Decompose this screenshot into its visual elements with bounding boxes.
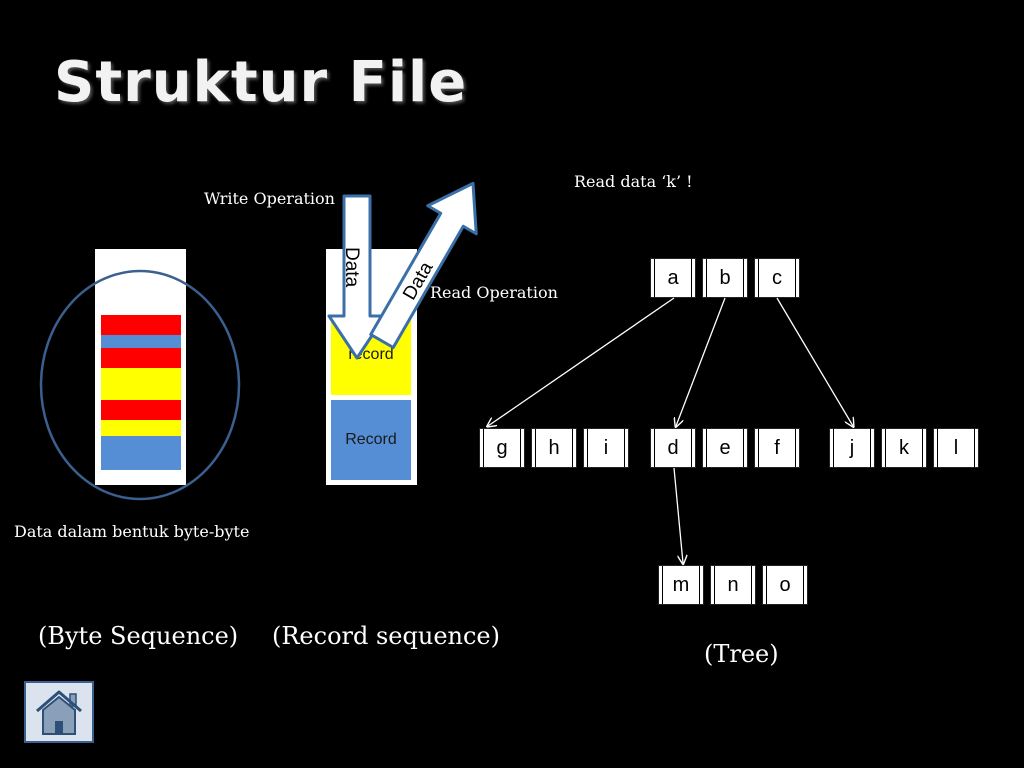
byte-block-blue	[101, 335, 181, 348]
byte-block-yellow	[101, 420, 181, 436]
tree-key: d	[650, 428, 696, 468]
byte-sequence-ellipse	[39, 269, 241, 501]
byte-caption: Data dalam bentuk byte-byte	[14, 522, 250, 541]
byte-block-yellow	[101, 368, 181, 400]
tree-key: a	[650, 258, 696, 298]
tree-node-mno: m n o	[658, 565, 810, 605]
tree-edge	[488, 297, 675, 426]
byte-block-red	[101, 348, 181, 368]
tree-key: m	[658, 565, 704, 605]
tree-key: f	[754, 428, 800, 468]
tree-node-ghi: g h i	[479, 428, 631, 468]
read-operation-label: Read Operation	[430, 283, 558, 302]
write-arrow: Data	[327, 194, 387, 360]
record-sequence-label: (Record sequence)	[272, 622, 500, 650]
byte-block-blue	[101, 436, 181, 470]
tree-key: n	[710, 565, 756, 605]
tree-key: l	[933, 428, 979, 468]
tree-node-jkl: j k l	[829, 428, 981, 468]
home-button[interactable]	[24, 681, 94, 743]
page-title: Struktur File	[54, 50, 468, 115]
tree-key: e	[702, 428, 748, 468]
tree-key: j	[829, 428, 875, 468]
tree-key: i	[583, 428, 629, 468]
tree-node-root: a b c	[650, 258, 802, 298]
write-arrow-text: Data	[341, 247, 362, 288]
read-arrow: Data	[369, 181, 478, 349]
tree-edge	[676, 297, 726, 426]
tree-note: Read data ‘k’ !	[574, 172, 693, 191]
byte-sequence-label: (Byte Sequence)	[38, 622, 239, 650]
write-operation-label: Write Operation	[204, 189, 335, 208]
byte-block-red	[101, 315, 181, 335]
byte-block-red	[101, 400, 181, 420]
tree-key: o	[762, 565, 808, 605]
tree-edge	[673, 467, 683, 563]
tree-label: (Tree)	[704, 640, 779, 668]
home-icon	[36, 690, 82, 735]
tree-key: b	[702, 258, 748, 298]
tree-node-def: d e f	[650, 428, 802, 468]
tree-edge	[776, 297, 853, 426]
record-block: Record	[331, 400, 411, 480]
tree-key: k	[881, 428, 927, 468]
tree-key: c	[754, 258, 800, 298]
tree-key: g	[479, 428, 525, 468]
tree-key: h	[531, 428, 577, 468]
